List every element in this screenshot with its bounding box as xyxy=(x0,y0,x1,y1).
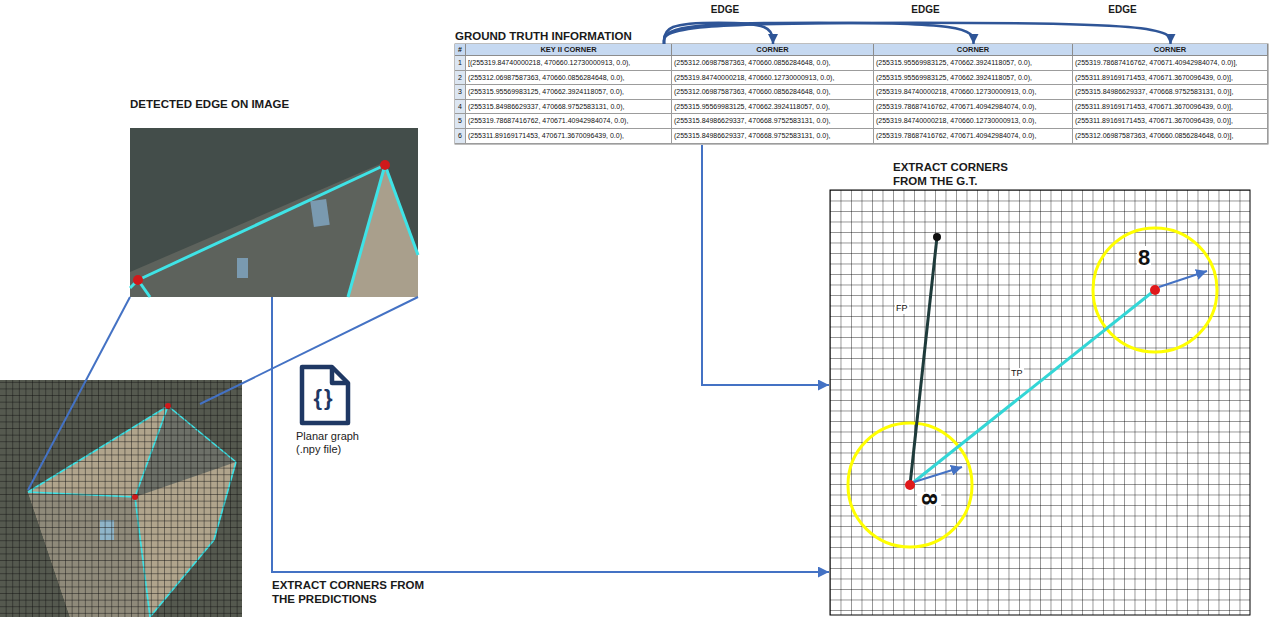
tolerance-circle xyxy=(848,423,972,547)
flow-arrow xyxy=(272,297,829,572)
table-cell: [(255319.84740000218, 470660.12730000913… xyxy=(466,56,672,71)
corner-dot xyxy=(905,480,915,490)
table-cell: (255312.06987587363, 470660.0856284648, … xyxy=(672,85,874,100)
table-cell: (255311.89169171453, 470671.3670096439, … xyxy=(466,129,672,144)
aerial-ground xyxy=(0,380,242,617)
matching-grid xyxy=(830,190,1250,615)
table-cell: (255319.84740000218, 470660.12730000913,… xyxy=(672,71,874,86)
header-text: KEY II CORNER xyxy=(466,44,671,55)
offset-arrow xyxy=(914,467,962,482)
row-number: 5 xyxy=(455,114,466,129)
table-cell: (255315.95569983125, 470662.3924118057, … xyxy=(672,100,874,115)
zoomed-image xyxy=(130,128,418,297)
edge-line xyxy=(138,165,385,280)
table-cell: (255315.84986629337, 470668.9752583131, … xyxy=(466,100,672,115)
edge-line xyxy=(385,165,418,255)
line-label: FP xyxy=(895,303,909,314)
roof-face xyxy=(348,165,418,297)
row-number: 3 xyxy=(455,85,466,100)
step-label: EXTRACT CORNERS FROM THE PREDICTIONS xyxy=(272,578,447,606)
aerial-ground xyxy=(130,128,418,297)
file-fold xyxy=(332,367,348,383)
roof-face xyxy=(130,162,418,297)
grid-overlay xyxy=(830,190,1250,615)
file-caption: Planar graph (.npy file) xyxy=(296,430,380,456)
row-number: 6 xyxy=(455,129,466,144)
detected-edges xyxy=(130,165,418,297)
table-cell: (255315.95569983125, 470662.3924118057, … xyxy=(874,71,1073,86)
table-cell: (255315.84986629337, 470668.9752583131, … xyxy=(672,129,874,144)
corner-tag: 8 xyxy=(917,492,941,506)
corner-dot xyxy=(133,275,143,285)
table-cell: (255311.89169171453, 470671.3670096439, … xyxy=(1073,100,1268,115)
file-icon: {} Planar graph (.npy file) xyxy=(296,364,380,456)
line-label: TP xyxy=(1010,368,1024,379)
skylight xyxy=(237,258,248,278)
table-cell: (255319.78687416762, 470671.40942984074,… xyxy=(466,114,672,129)
corner-dot xyxy=(380,160,390,170)
table-cell: (255311.89169171453, 470671.3670096439, … xyxy=(1073,71,1268,86)
column-header: CORNER xyxy=(1073,44,1268,56)
aerial-image xyxy=(0,380,242,617)
edge-label: EDGE xyxy=(709,4,741,16)
table-cell: (255319.84740000218, 470660.12730000913,… xyxy=(874,114,1073,129)
table-frame xyxy=(455,44,1268,144)
false-positive-edge xyxy=(910,237,937,485)
step-label: EXTRACT CORNERS FROM THE G.T. xyxy=(893,160,1028,188)
row-number: 2 xyxy=(455,71,466,86)
section-heading: GROUND TRUTH INFORMATION xyxy=(455,29,632,43)
table-cell: (255312.06987587363, 470660.0856284648, … xyxy=(1073,129,1268,144)
icon-glyph: {} xyxy=(296,364,352,426)
table-cell: (255319.78687416762, 470671.40942984074,… xyxy=(874,100,1073,115)
header-text: CORNER xyxy=(672,44,873,55)
edge-line xyxy=(348,165,385,297)
corner-tag: 8 xyxy=(1137,246,1151,270)
corner-dot xyxy=(1150,285,1160,295)
grid-ground xyxy=(830,190,1250,615)
edge-arrow xyxy=(664,23,1171,44)
table-cell: (255319.84740000218, 470660.12730000913,… xyxy=(874,85,1073,100)
table-cell: (255315.84986629337, 470668.9752583131, … xyxy=(672,114,874,129)
column-header: KEY II CORNER xyxy=(466,44,672,56)
file-icon-shape: {} xyxy=(296,364,352,426)
table-cell: (255315.84986629337, 470668.9752583131, … xyxy=(1073,85,1268,100)
table-cell: (255315.95569983125, 470662.3924118057, … xyxy=(874,56,1073,71)
table-cell: (255319.78687416762, 470671.40942984074,… xyxy=(874,129,1073,144)
row-number: 1 xyxy=(455,56,466,71)
image-heading: DETECTED EDGE ON IMAGE xyxy=(130,97,289,111)
skylight xyxy=(310,199,329,227)
table-header-cell: # xyxy=(455,44,466,56)
table-cell: (255312.06987587363, 470660.0856284648, … xyxy=(466,71,672,86)
flow-arrow xyxy=(702,145,829,385)
true-positive-edge xyxy=(910,290,1155,485)
column-header: CORNER xyxy=(672,44,874,56)
offset-arrow xyxy=(1159,271,1207,287)
table-cell: (255319.78687416762, 470671.40942984074,… xyxy=(1073,56,1268,71)
zoom-line xyxy=(28,297,130,490)
table-cell: (255311.89169171453, 470671.3670096439, … xyxy=(1073,114,1268,129)
column-header: CORNER xyxy=(874,44,1073,56)
tolerance-circle xyxy=(1093,228,1217,352)
grid-overlay xyxy=(0,380,242,617)
flow-lines xyxy=(28,145,829,572)
corner-dot xyxy=(933,233,941,241)
table-cell: (255315.95569983125, 470662.3924118057, … xyxy=(466,85,672,100)
edge-label: EDGE xyxy=(909,4,941,16)
grid-frame xyxy=(830,190,1250,615)
header-text: CORNER xyxy=(874,44,1072,55)
edge-label: EDGE xyxy=(1106,4,1138,16)
header-text: CORNER xyxy=(1073,44,1267,55)
table-cell: (255312.06987587363, 470660.0856284648, … xyxy=(672,56,874,71)
row-number: 4 xyxy=(455,100,466,115)
